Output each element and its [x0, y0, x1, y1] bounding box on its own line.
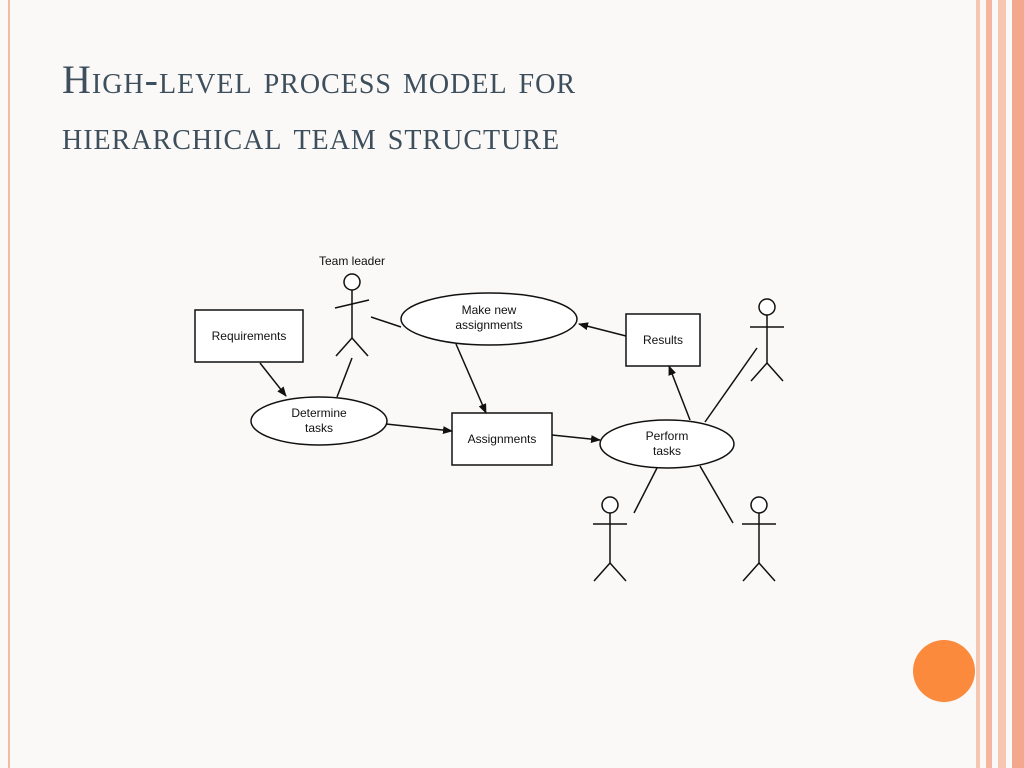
- accent-circle-decoration: [913, 640, 975, 702]
- actor-worker-bottom-left: [593, 496, 627, 582]
- assignments-label: Assignments: [467, 432, 537, 446]
- make-line-1: Make new: [461, 303, 517, 317]
- left-frame-line: [8, 0, 10, 768]
- determine-tasks-ellipse: [250, 396, 388, 446]
- requirements-box: [194, 309, 304, 363]
- perform-tasks-label: Perform tasks: [607, 429, 727, 459]
- make-new-assignments-label: Make new assignments: [429, 303, 549, 333]
- arrow-results-to-make: [578, 322, 627, 337]
- determine-line-2: tasks: [304, 421, 333, 435]
- arrow-perform-to-results: [668, 365, 691, 421]
- diagram-canvas: [194, 273, 784, 582]
- make-line-2: assignments: [455, 318, 523, 332]
- right-frame-stripes: [976, 0, 1024, 768]
- perform-line-2: tasks: [652, 444, 681, 458]
- perform-line-1: Perform: [645, 429, 689, 443]
- perform-tasks-ellipse: [599, 419, 735, 469]
- arrow-determine-to-assignments: [385, 423, 453, 435]
- team-leader-label: Team leader: [318, 254, 386, 268]
- actor-team-leader: [334, 273, 370, 357]
- determine-tasks-label: Determine tasks: [259, 406, 379, 436]
- determine-line-1: Determine: [291, 406, 347, 420]
- actor-worker-top-right: [750, 298, 784, 382]
- assignments-box: [451, 412, 553, 466]
- process-diagram: Team leader Requirements Assignments Res…: [180, 240, 820, 590]
- title-line-1: High-level process model for: [62, 57, 577, 102]
- arrow-make-to-assignments: [455, 343, 487, 414]
- arrow-assignments-to-perform: [551, 434, 601, 444]
- page-title: High-level process model for hierarchica…: [62, 52, 942, 164]
- assoc-perform-left-actor: [633, 467, 658, 514]
- assoc-leader-make: [370, 316, 402, 328]
- requirements-label: Requirements: [211, 329, 287, 343]
- actor-worker-bottom-right: [742, 496, 776, 582]
- results-box: [625, 313, 701, 367]
- title-line-2: hierarchical team structure: [62, 113, 561, 158]
- arrow-requirements-to-determine: [259, 362, 287, 397]
- make-new-assignments-ellipse: [400, 292, 578, 346]
- assoc-perform-bottom-actor: [699, 465, 734, 524]
- results-label: Results: [642, 333, 683, 347]
- assoc-perform-right-actor: [704, 347, 758, 423]
- assoc-leader-determine: [336, 357, 353, 398]
